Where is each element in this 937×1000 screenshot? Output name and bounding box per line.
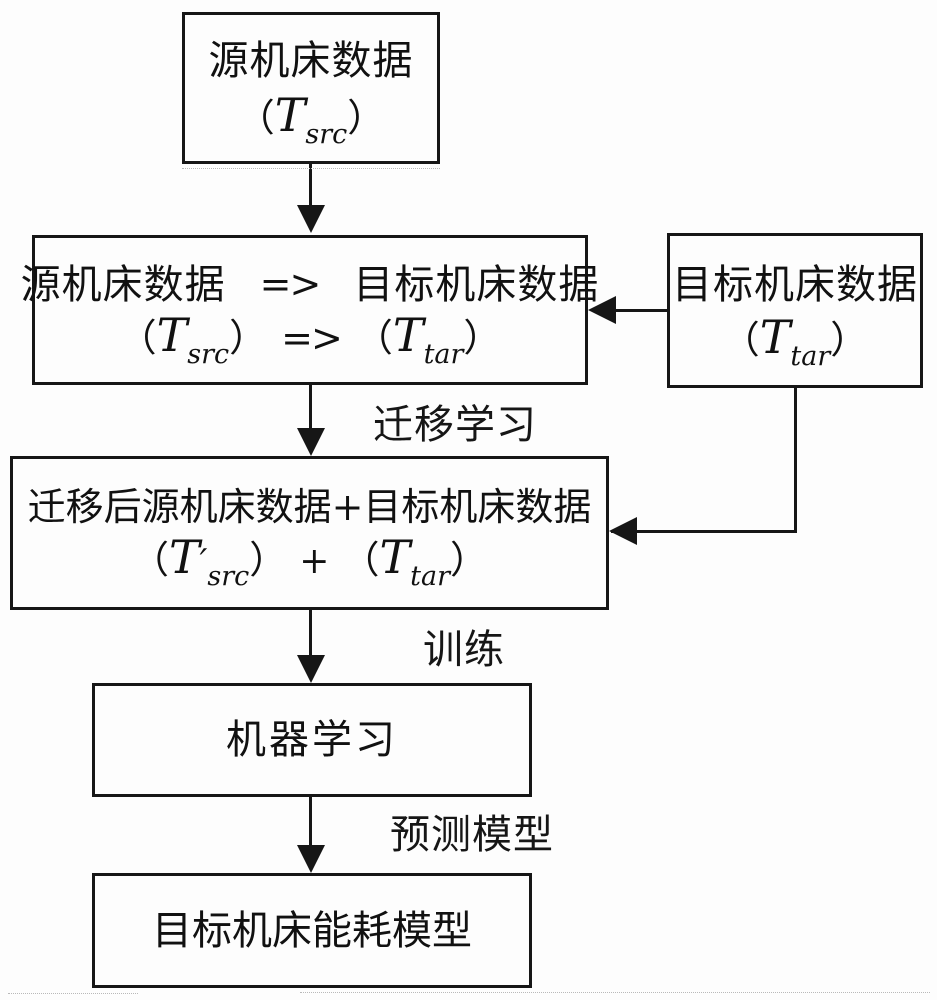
- arrowhead-down-icon: [297, 655, 325, 683]
- scan-artifact: [182, 168, 440, 169]
- node-mapping: 源机床数据 => 目标机床数据 （ T src ） => （ T tar ）: [21, 235, 598, 385]
- mapping-arrow-symbol: =>: [281, 316, 343, 360]
- connector-target-elbow-horizontal: [611, 530, 797, 533]
- node-combined-data: 迁移后源机床数据+目标机床数据 （ T ′ src ） + （ T tar ）: [10, 456, 609, 610]
- arrowhead-down-icon: [297, 428, 325, 456]
- node-target-machine-data: 目标机床数据 （ T tar ）: [667, 233, 923, 388]
- formula-group-tar: （ T tar ）: [354, 308, 502, 368]
- node-combined-formula: （ T ′ src ） + （ T tar ）: [130, 529, 489, 590]
- formula-subscript: src: [305, 119, 348, 150]
- node-machine-learning: 机器学习: [92, 683, 532, 797]
- node-target-formula: （ T tar ）: [721, 309, 869, 370]
- node-source-formula: （ T src ）: [236, 88, 386, 148]
- node-ml-title: 机器学习: [226, 717, 398, 763]
- node-target-title: 目标机床数据: [672, 261, 918, 308]
- formula-open-paren: （: [721, 317, 760, 362]
- formula-subscript: tar: [790, 340, 831, 372]
- formula-close-paren: ）: [347, 96, 386, 140]
- formula-T: T: [379, 529, 411, 584]
- node-mapping-formula: （ T src ） => （ T tar ）: [118, 308, 502, 368]
- formula-open-paren: （: [236, 96, 275, 140]
- node-model-title: 目标机床能耗模型: [152, 907, 472, 954]
- formula-subscript: tar: [410, 560, 451, 592]
- formula-open-paren: （: [118, 316, 157, 360]
- edge-label-transfer-learning: 迁移学习: [373, 402, 537, 448]
- formula-close-paren: ）: [463, 316, 502, 360]
- formula-plus-operator: +: [299, 540, 330, 582]
- arrowhead-down-icon: [297, 845, 325, 873]
- formula-T: T: [759, 309, 791, 364]
- arrowhead-left-icon: [609, 517, 637, 545]
- connector-target-to-mapping: [612, 309, 668, 312]
- node-mapping-title: 源机床数据 => 目标机床数据: [21, 262, 600, 308]
- connector-combined-to-ml: [309, 608, 312, 658]
- formula-group-src: （ T src ）: [118, 308, 268, 368]
- formula-subscript: tar: [423, 339, 464, 370]
- connector-target-elbow-vertical: [794, 386, 797, 533]
- scan-artifact: [300, 992, 930, 993]
- formula-close-paren: ）: [830, 317, 869, 362]
- connector-source-to-mapping: [309, 162, 312, 210]
- formula-close-paren: ）: [249, 537, 288, 582]
- edge-label-train: 训练: [423, 627, 505, 673]
- formula-T: T: [392, 308, 424, 362]
- connector-ml-to-model: [309, 795, 312, 848]
- formula-T: T: [156, 308, 188, 362]
- formula-open-paren: （: [130, 537, 169, 582]
- node-source-machine-data: 源机床数据 （ T src ）: [182, 12, 440, 164]
- formula-prime: ′: [199, 541, 208, 582]
- connector-mapping-to-combined: [309, 383, 312, 431]
- arrowhead-left-icon: [588, 296, 616, 324]
- formula-T: T: [168, 529, 200, 584]
- formula-open-paren: （: [341, 537, 380, 582]
- formula-T: T: [274, 88, 306, 142]
- mapping-arrow-symbol: =>: [259, 262, 322, 307]
- formula-close-paren: ）: [229, 316, 268, 360]
- formula-open-paren: （: [354, 316, 393, 360]
- formula-close-paren: ）: [450, 537, 489, 582]
- scan-artifact: [8, 993, 138, 994]
- node-source-title: 源机床数据: [208, 38, 414, 84]
- formula-subscript: src: [207, 560, 250, 592]
- node-combined-title: 迁移后源机床数据+目标机床数据: [27, 485, 592, 530]
- mapping-right-text: 目标机床数据: [353, 262, 600, 308]
- formula-group-tar: （ T tar ）: [341, 529, 489, 590]
- arrowhead-down-icon: [297, 205, 325, 233]
- formula-subscript: src: [187, 339, 230, 370]
- edge-label-prediction-model: 预测模型: [390, 812, 554, 858]
- node-energy-model: 目标机床能耗模型: [92, 873, 532, 988]
- formula-group-src-prime: （ T ′ src ）: [130, 529, 288, 590]
- mapping-left-text: 源机床数据: [20, 262, 226, 308]
